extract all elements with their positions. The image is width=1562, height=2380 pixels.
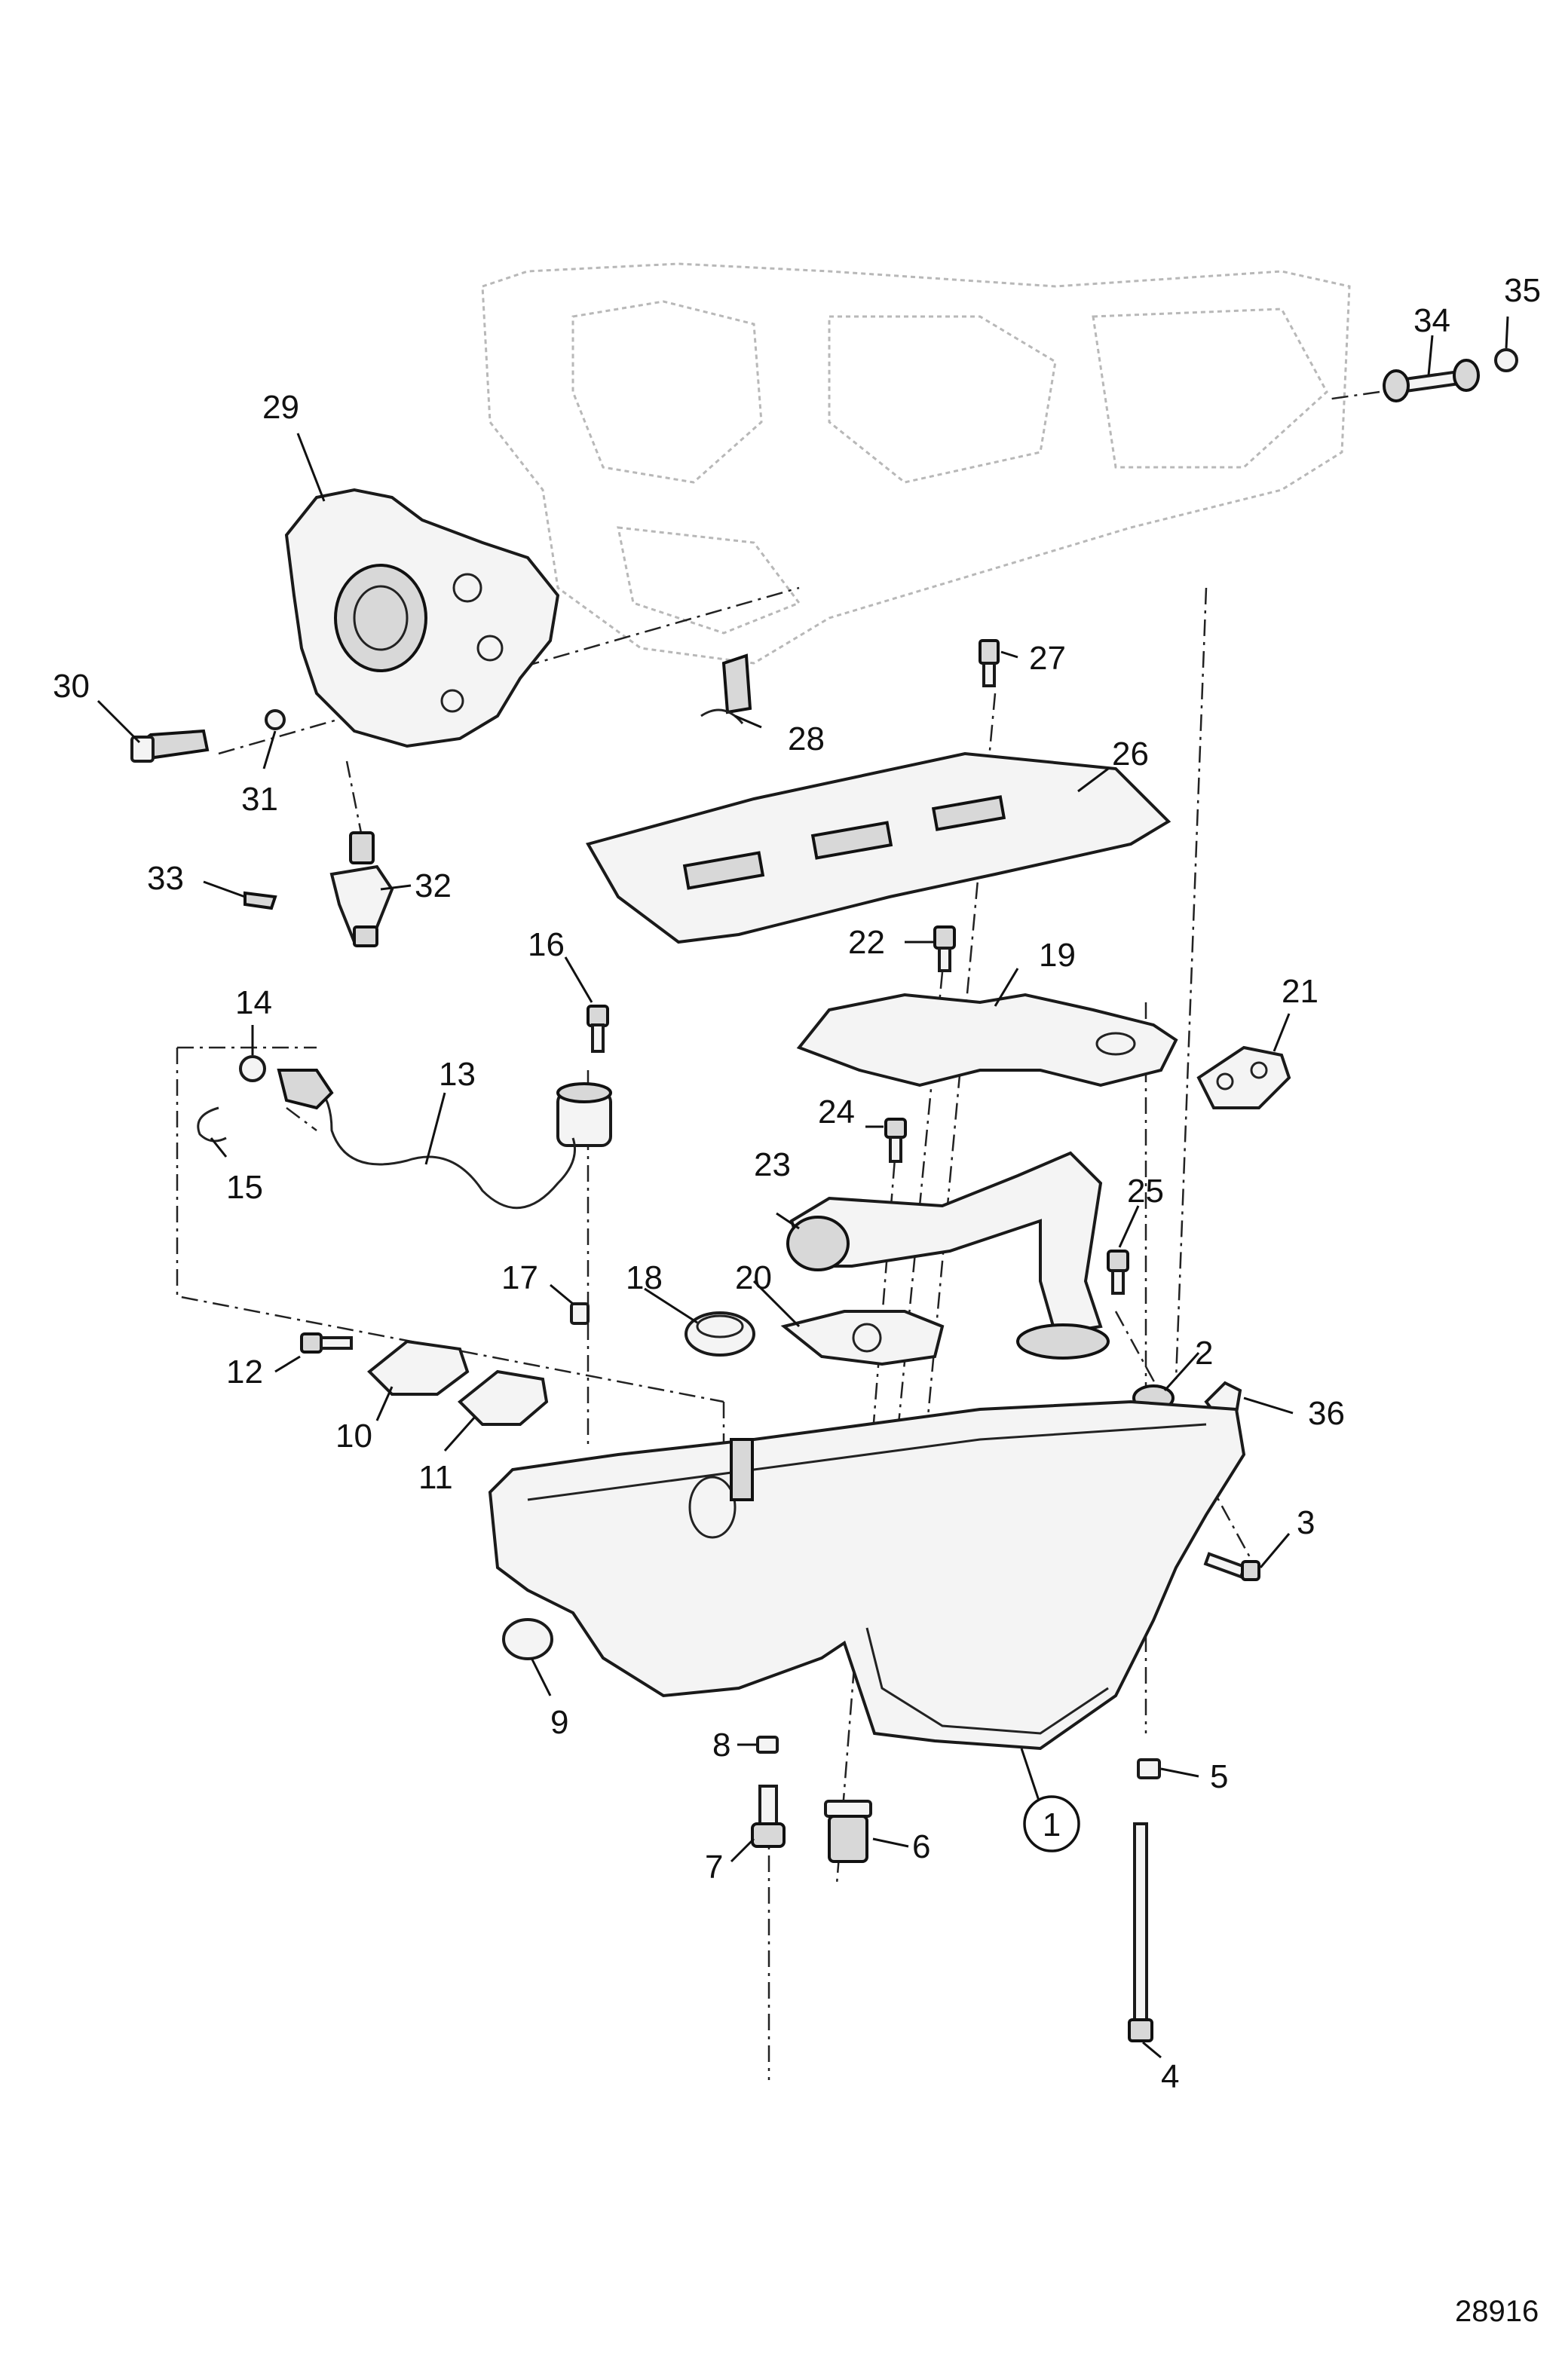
callout-7: 7 bbox=[705, 1849, 723, 1886]
callout-22: 22 bbox=[848, 924, 885, 961]
callout-18: 18 bbox=[626, 1259, 663, 1296]
bolt-30 bbox=[130, 729, 210, 763]
callout-26: 26 bbox=[1112, 736, 1149, 772]
callout-19: 19 bbox=[1039, 937, 1076, 974]
pickup-bracket-19 bbox=[796, 993, 1178, 1088]
bolt-12 bbox=[300, 1332, 353, 1354]
callout-circle-1 bbox=[1023, 1795, 1080, 1852]
front-cover-oil-pump bbox=[284, 488, 560, 748]
callout-9: 9 bbox=[550, 1704, 568, 1741]
clip-33 bbox=[243, 891, 277, 910]
callout-24: 24 bbox=[818, 1094, 855, 1130]
spacer-5 bbox=[1137, 1758, 1161, 1779]
callout-4: 4 bbox=[1161, 2058, 1179, 2095]
leader-lines bbox=[96, 316, 1509, 2059]
callout-29: 29 bbox=[262, 389, 299, 426]
callout-17: 17 bbox=[501, 1259, 538, 1296]
callout-25: 25 bbox=[1127, 1173, 1164, 1210]
callout-35: 35 bbox=[1504, 272, 1541, 309]
callout-8: 8 bbox=[712, 1727, 730, 1764]
callout-11: 11 bbox=[418, 1459, 453, 1496]
callout-12: 12 bbox=[226, 1354, 263, 1390]
bolt-22 bbox=[933, 925, 956, 972]
callout-15: 15 bbox=[226, 1169, 263, 1206]
dowel-17 bbox=[570, 1302, 590, 1325]
pickup-tube-23 bbox=[786, 1151, 1110, 1360]
figure-id: 28916 bbox=[1455, 2295, 1539, 2328]
clip-15 bbox=[197, 1106, 227, 1143]
callout-6: 6 bbox=[912, 1828, 930, 1865]
bolt-34 bbox=[1383, 359, 1480, 402]
callout-23: 23 bbox=[754, 1146, 791, 1183]
washer-35 bbox=[1494, 348, 1518, 372]
engine-block-outline bbox=[481, 262, 1351, 665]
callout-20: 20 bbox=[735, 1259, 772, 1296]
stud-28 bbox=[700, 653, 752, 724]
bolt-24 bbox=[884, 1118, 907, 1163]
washer-31 bbox=[265, 709, 286, 730]
callout-5: 5 bbox=[1210, 1758, 1228, 1795]
drain-plug-7 bbox=[751, 1785, 786, 1848]
callout-30: 30 bbox=[53, 668, 90, 705]
callout-1: 1 bbox=[1043, 1806, 1061, 1843]
callout-36: 36 bbox=[1308, 1395, 1345, 1432]
callout-3: 3 bbox=[1297, 1504, 1315, 1541]
callout-34: 34 bbox=[1413, 302, 1450, 339]
gasket-20 bbox=[780, 1310, 945, 1366]
long-bolt-4 bbox=[1128, 1822, 1153, 2042]
callout-10: 10 bbox=[335, 1418, 372, 1455]
callout-32: 32 bbox=[415, 867, 452, 904]
callout-28: 28 bbox=[788, 720, 825, 757]
callout-21: 21 bbox=[1282, 973, 1319, 1010]
bolt-27 bbox=[979, 639, 1000, 687]
seal-18 bbox=[685, 1311, 755, 1357]
gasket-21 bbox=[1196, 1045, 1291, 1109]
gasket-11 bbox=[458, 1369, 549, 1426]
callout-33: 33 bbox=[147, 860, 184, 897]
callout-31: 31 bbox=[241, 781, 278, 818]
bolt-3 bbox=[1203, 1552, 1260, 1581]
oil-pan-1 bbox=[488, 1400, 1246, 1751]
callout-13: 13 bbox=[439, 1056, 476, 1093]
callout-16: 16 bbox=[528, 926, 565, 963]
callout-14: 14 bbox=[235, 984, 272, 1021]
callout-27: 27 bbox=[1029, 640, 1066, 677]
callout-2: 2 bbox=[1195, 1335, 1213, 1372]
o-ring-14 bbox=[239, 1055, 266, 1082]
seal-9 bbox=[502, 1618, 553, 1660]
fitting-6 bbox=[824, 1800, 872, 1863]
windage-tray-26 bbox=[585, 751, 1172, 944]
bolt-16 bbox=[587, 1005, 609, 1053]
cover-10 bbox=[367, 1339, 470, 1396]
washer-8 bbox=[756, 1736, 779, 1754]
callout-labels: 1 2 3 4 5 6 7 8 9 10 11 12 13 14 15 16 1… bbox=[53, 272, 1541, 2095]
bolt-25 bbox=[1107, 1250, 1129, 1295]
oil-level-sensor-13 bbox=[277, 1069, 612, 1210]
oil-pressure-fitting-32 bbox=[329, 831, 394, 947]
